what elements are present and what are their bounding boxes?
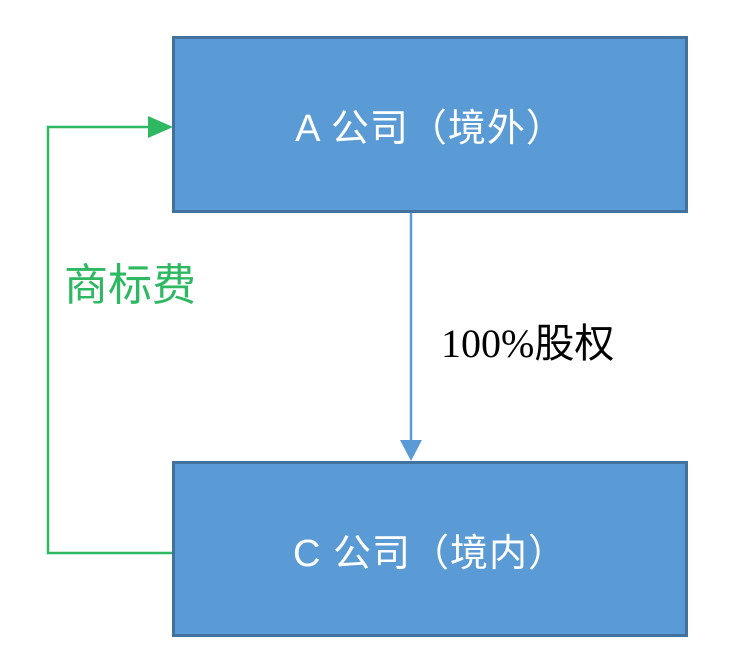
trademark-edge-label: 商标费 xyxy=(64,261,196,310)
node-company-a-label: A 公司（境外） xyxy=(295,108,565,150)
node-company-c-label: C 公司（境内） xyxy=(292,532,567,575)
equity-arrowhead-icon xyxy=(400,440,422,461)
node-company-a: A 公司（境外） xyxy=(172,36,688,213)
node-company-c: C 公司（境内） xyxy=(172,461,688,637)
trademark-arrowhead-icon xyxy=(148,116,173,138)
trademark-arrow-path xyxy=(46,125,172,555)
equity-edge-label: 100%股权 xyxy=(441,321,615,366)
